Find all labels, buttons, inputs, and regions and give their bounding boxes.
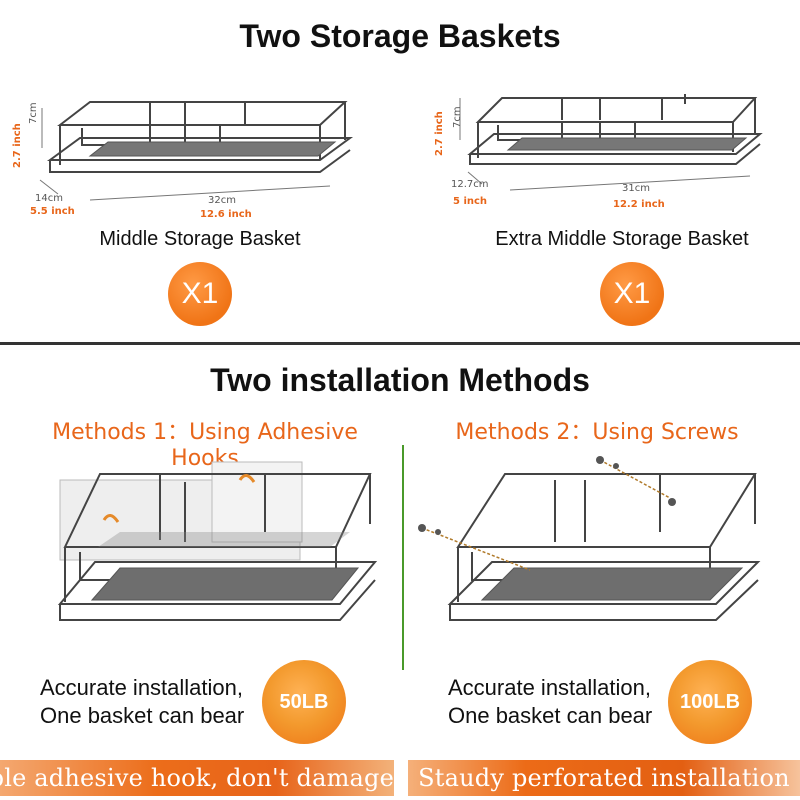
screw-installation-illustration	[418, 456, 761, 621]
left-depth-cm: 14cm	[35, 193, 63, 204]
right-depth-cm: 12.7cm	[451, 179, 489, 190]
method2-banner: Staudy perforated installation	[408, 760, 800, 796]
method1-line2: One basket can bear	[40, 703, 245, 728]
section-divider	[0, 342, 800, 345]
left-depth-in: 5.5 inch	[30, 206, 75, 217]
right-basket-caption: Extra Middle Storage Basket	[495, 228, 749, 250]
adhesive-hook-illustration	[57, 461, 378, 621]
left-height-cm: 7cm	[28, 102, 39, 124]
right-height-cm: 7cm	[452, 106, 463, 128]
method2-line2: One basket can bear	[448, 703, 653, 728]
left-width-cm: 32cm	[208, 195, 236, 206]
method1-load-badge: 50LB	[262, 660, 346, 744]
right-width-cm: 31cm	[622, 183, 650, 194]
method2-line1: Accurate installation,	[448, 675, 651, 700]
method2-title: Methods 2：Using Screws	[455, 420, 739, 445]
top-title: Two Storage Baskets	[239, 18, 561, 54]
middle-basket-illustration	[39, 101, 354, 201]
method1-title: Methods 1：Using Adhesive Hooks	[52, 420, 358, 471]
method1-banner: Simple adhesive hook, don't damage wall	[0, 760, 394, 796]
bottom-title: Two installation Methods	[210, 362, 590, 398]
left-width-in: 12.6 inch	[200, 209, 252, 220]
left-basket-caption: Middle Storage Basket	[99, 228, 301, 250]
left-height-in: 2.7 inch	[12, 123, 23, 168]
left-quantity-badge: X1	[168, 262, 232, 326]
extra-middle-basket-illustration	[459, 94, 763, 191]
right-depth-in: 5 inch	[453, 196, 488, 207]
method2-load-badge: 100LB	[668, 660, 752, 744]
methods-divider	[402, 445, 404, 670]
right-quantity-badge: X1	[600, 262, 664, 326]
right-width-in: 12.2 inch	[613, 199, 665, 210]
right-height-in: 2.7 inch	[434, 111, 445, 156]
method1-line1: Accurate installation,	[40, 675, 243, 700]
